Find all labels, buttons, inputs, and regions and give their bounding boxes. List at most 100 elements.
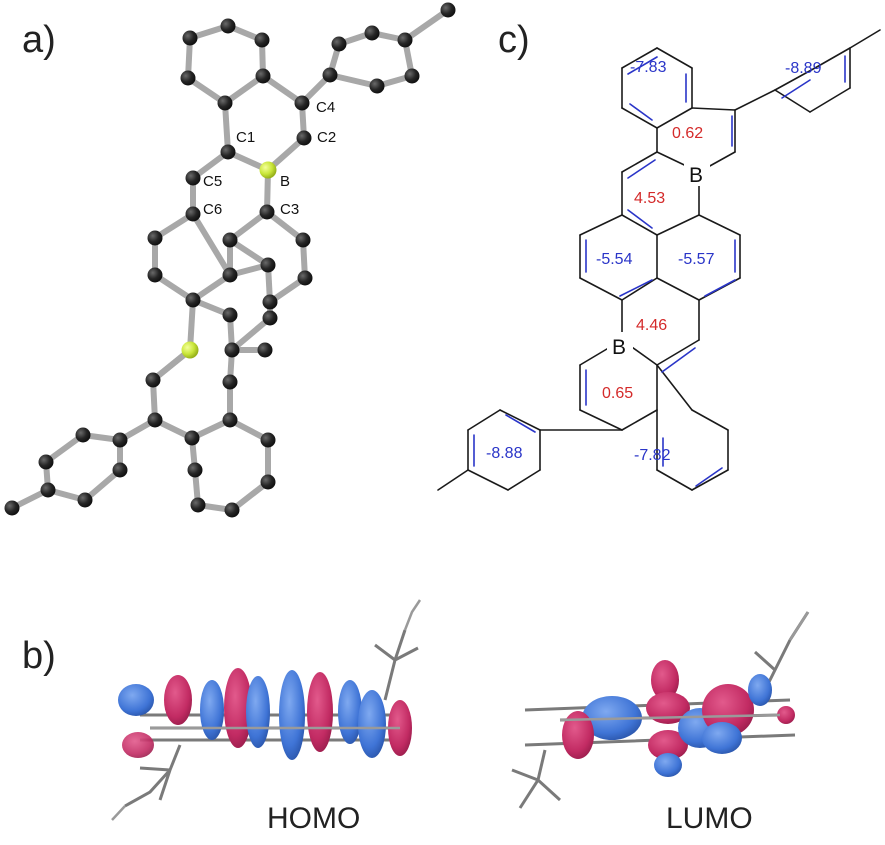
inner-double-bond [627,159,656,179]
carbon-atom [75,427,91,443]
bond-c [621,409,658,431]
carbon-atom [180,70,196,86]
carbon-atom [222,374,238,390]
bond-a [229,315,273,353]
nics-upper-central: 4.53 [634,190,665,207]
bond-a [222,73,266,106]
bond-c [507,469,541,491]
carbon-atom [224,502,240,518]
carbon-atom [369,78,385,94]
carbon-atom [255,68,271,84]
bond-c [656,339,700,366]
atom-labels: C4 C1 C2 C5 B C6 C3 [203,99,336,218]
lumo-skeleton-top [559,611,810,722]
inner-double-bond [695,467,723,487]
carbon-atom [112,432,128,448]
nics-lower-central: 4.46 [636,317,667,334]
bond-a [227,209,270,243]
carbon-atom [397,32,413,48]
a-atoms [4,2,456,518]
carbon-atom [364,25,380,41]
carbon-atom [112,462,128,478]
carbon-atom [4,500,20,516]
nics-top-benzo: -7.83 [630,59,667,76]
inner-double-bond [619,279,653,297]
atom-label-b: B [280,173,290,190]
carbon-atom [145,372,161,388]
carbon-atom [220,18,236,34]
carbon-atom [404,68,420,84]
carbon-atom [322,67,338,83]
carbon-atom [296,130,312,146]
nics-bottom-borine: 0.65 [602,385,633,402]
bond-c [656,214,700,236]
carbon-atom [220,144,236,160]
bond-c [579,277,623,301]
atom-label-c5: C5 [203,173,222,190]
bond-c [734,89,776,111]
atom-label-c3: C3 [280,201,299,218]
nics-bottom-tolyl: -8.88 [486,445,523,462]
atom-label-c1: C1 [236,129,255,146]
carbon-atom [222,267,238,283]
bond-a [264,209,306,243]
carbon-atom [297,270,313,286]
bond-c [579,409,623,431]
nics-bottom-benzo: -7.82 [634,447,671,464]
bond-a [327,72,380,89]
homo-skeleton-top [111,599,422,821]
carbon-atom [259,204,275,220]
atom-label-c4: C4 [316,99,335,116]
bond-c [621,151,658,173]
carbon-atom [260,474,276,490]
atom-label-c6: C6 [203,201,222,218]
bond-c [656,107,693,129]
carbon-atom [147,412,163,428]
lumo-orbital-plot: LUMO [511,611,810,835]
bond-c [621,214,658,236]
nics-top-tolyl: -8.89 [785,60,822,77]
bond-a [260,73,305,106]
inner-double-bond [627,209,653,229]
c-bonds [437,29,881,491]
carbon-atom [262,294,278,310]
panel-label-a: a) [22,19,56,61]
ball-and-stick-structure [4,2,456,518]
boron-label-top: B [689,164,703,187]
carbon-atom [295,232,311,248]
carbon-atom [40,482,56,498]
carbon-atom [187,462,203,478]
bond-a [82,467,123,503]
homo-lobes [118,668,412,760]
boron-mask-top [684,160,710,186]
bond-c [774,67,816,91]
carbon-atom [331,36,347,52]
bond-c [499,409,541,431]
boron-label-bottom: B [612,336,626,359]
bond-c [621,277,658,301]
carbon-atom [147,230,163,246]
bond-a [222,100,231,155]
bond-c [656,47,693,69]
panel-label-b: b) [22,635,56,677]
nics-core-right: -5.57 [678,251,715,268]
nics-core-left: -5.54 [596,251,633,268]
boron-atom [181,341,199,359]
homo-label: HOMO [267,802,360,835]
lumo-lobes [562,660,795,777]
carbon-atom [222,232,238,248]
inner-double-bond [704,279,736,297]
bond-c [621,47,658,69]
skeletal-structure: B B -7.83 -8.89 0.62 4.53 -5.54 -5.57 4.… [437,29,881,491]
methyl-bond-top [849,29,881,49]
carbon-atom [257,342,273,358]
bond-c [656,277,700,301]
carbon-atom [182,30,198,46]
bond-c [656,364,693,411]
bond-c [698,214,741,236]
inner-double-bond [661,347,696,373]
bond-c [814,47,851,69]
boron-atom [259,161,277,179]
bond-c [691,107,736,111]
